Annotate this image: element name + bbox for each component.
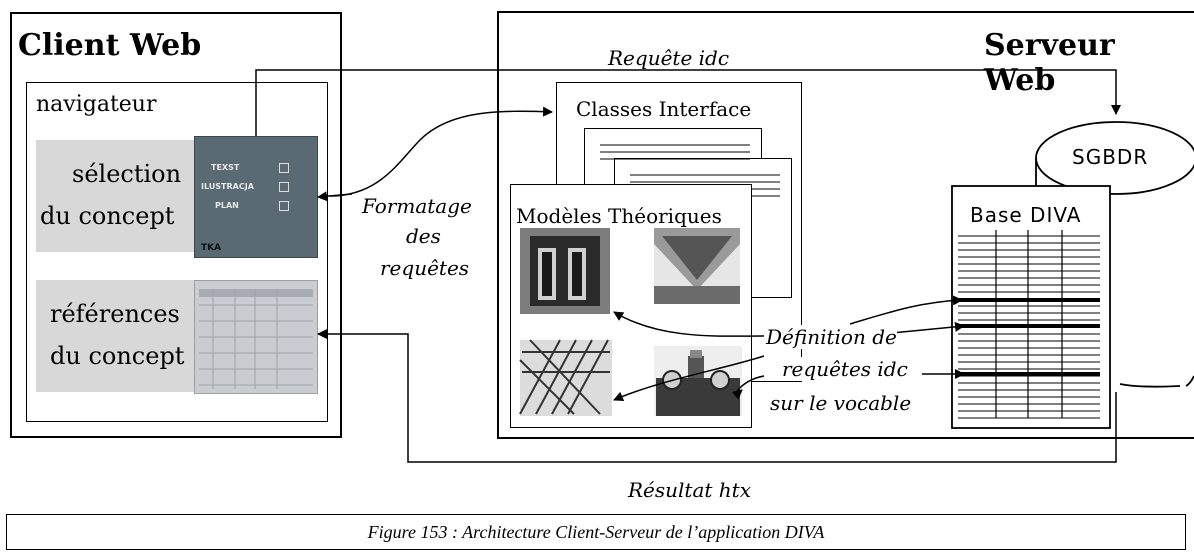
selection-panel [36,140,194,252]
references-table-graphic [199,289,313,389]
menu-footer: TKA [201,243,222,253]
selection-screenshot: TEXST ILUSTRACJA PLAN TKA [194,136,318,258]
references-screenshot [194,280,318,394]
formatting-line2: des [406,224,441,248]
menu-item-1: TEXST [211,163,240,172]
model-image-window-icon [520,228,610,314]
base-diva-table [951,185,1111,429]
result-htx-label: Résultat htx [628,478,751,502]
formatting-line1: Formatage [362,194,472,218]
arrow-def-to-model2 [613,355,765,401]
arrow-formatting [329,106,553,197]
base-diva-label: Base DIVA [970,203,1082,227]
browser-box [26,82,328,422]
models-label: Modèles Théoriques [516,204,722,228]
references-label-line1: références [50,300,180,328]
figure-caption: Figure 153 : Architecture Client-Serveur… [6,514,1186,550]
classes-interface-label: Classes Interface [576,97,752,121]
client-web-box [10,12,342,438]
references-panel [36,280,194,392]
model-image-ornament-icon [654,346,742,416]
definition-line3: sur le vocable [770,391,912,415]
menu-item-3: PLAN [215,201,239,210]
arrow-request-idc [255,69,1121,136]
arrow-formatting-back [317,191,353,202]
arrow-def-to-model3 [731,375,765,400]
model-image-arch-icon [654,228,740,304]
sgbdr-label: SGBDR [1072,145,1149,169]
checkbox-2 [279,182,289,192]
figure-caption-text: Figure 153 : Architecture Client-Serveur… [367,521,825,542]
browser-label: navigateur [36,92,157,117]
arrow-def-to-model1 [613,311,765,337]
client-web-title: Client Web [18,28,202,63]
arrow-result-htx [317,329,1117,463]
definition-line1: Définition de [766,325,897,349]
selection-label-line1: sélection [72,160,182,188]
sgbdr-ellipse [1035,121,1194,195]
definition-line2: requêtes idc [782,357,908,381]
selection-label-line2: du concept [40,202,175,230]
menu-item-2: ILUSTRACJA [201,182,254,191]
checkbox-1 [279,163,289,173]
references-label-line2: du concept [50,342,185,370]
arrow-def-to-row1 [849,295,963,325]
request-idc-label: Requête idc [608,46,730,70]
server-web-title: Serveur Web [984,28,1115,98]
checkbox-3 [279,201,289,211]
formatting-line3: requêtes [380,256,470,280]
model-image-beams-icon [519,339,612,416]
